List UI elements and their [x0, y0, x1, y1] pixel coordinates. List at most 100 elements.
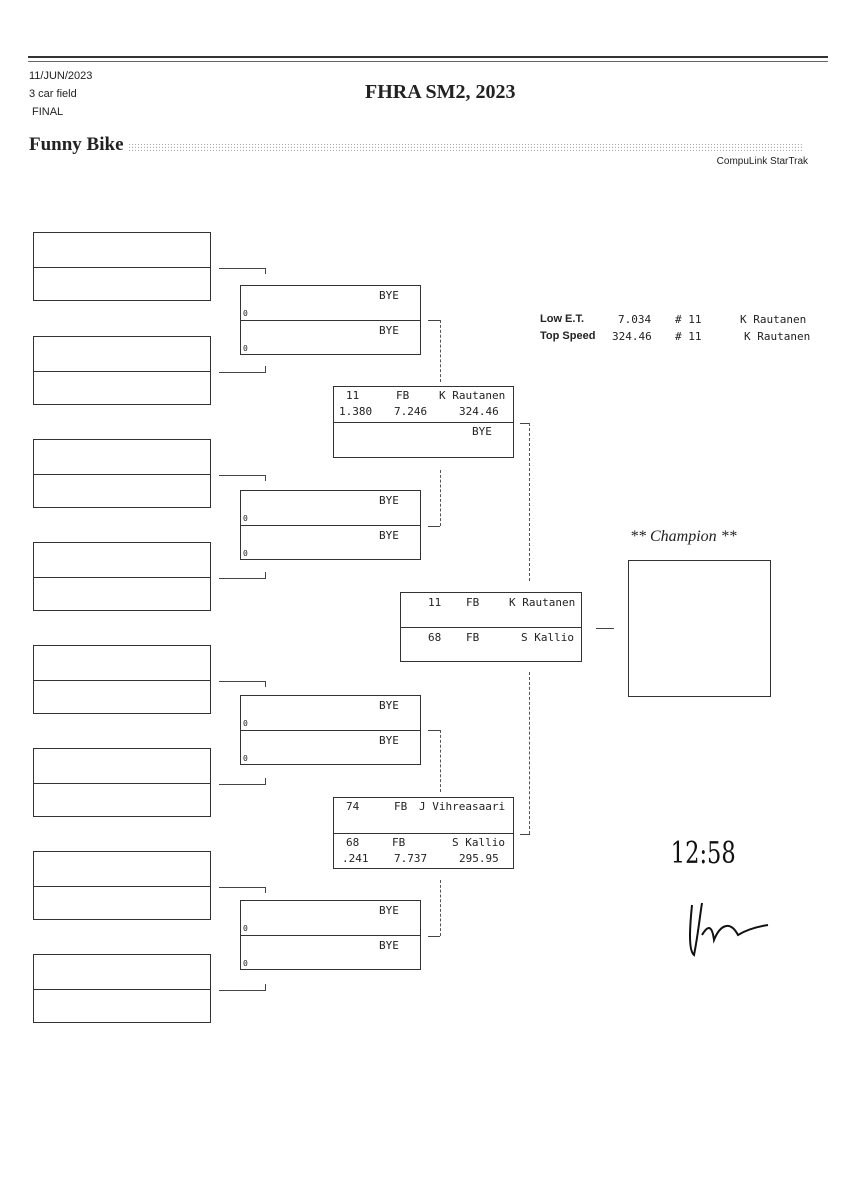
connector: [219, 372, 266, 373]
connector: [440, 880, 442, 936]
connector: [219, 681, 266, 682]
bye-label: BYE: [379, 734, 399, 747]
connector: [520, 834, 530, 835]
zero-value: 0: [243, 754, 248, 763]
low-et-number: # 11: [675, 313, 702, 326]
lane-divider: [34, 474, 210, 475]
connector: [265, 572, 266, 578]
lane-bottom: BYE 0: [241, 730, 420, 765]
driver-name: S Kallio: [452, 836, 505, 849]
lane-bottom: BYE 0: [241, 935, 420, 970]
bye-label: BYE: [379, 939, 399, 952]
connector: [265, 887, 266, 893]
zero-value: 0: [243, 514, 248, 523]
lane-bottom: BYE: [334, 422, 513, 458]
lane-divider: [34, 886, 210, 887]
round-label: FINAL: [32, 106, 64, 118]
event-title: FHRA SM2, 2023: [365, 81, 516, 103]
connector: [440, 730, 442, 792]
signature: [689, 902, 769, 957]
zero-value: 0: [243, 924, 248, 933]
dotted-fill: [128, 143, 804, 152]
car-number: 68: [346, 836, 360, 849]
car-number: 11: [346, 389, 360, 402]
connector: [428, 730, 440, 731]
connector: [265, 366, 266, 372]
lane-divider: [34, 267, 210, 268]
connector: [219, 475, 266, 476]
top-speed-name: K Rautanen: [744, 330, 811, 343]
top-rule-thin: [28, 61, 828, 62]
connector: [265, 475, 266, 481]
connector: [529, 672, 531, 834]
lane-top: 11 FB K Rautanen: [401, 593, 581, 627]
elapsed-time: 7.737: [394, 852, 428, 865]
round1-slot: [33, 439, 211, 508]
driver-name: S Kallio: [521, 631, 574, 644]
low-et-label: Low E.T.: [540, 313, 584, 325]
round1-slot: [33, 232, 211, 301]
round1-slot: [33, 748, 211, 817]
lane-divider: [34, 577, 210, 578]
connector: [520, 423, 530, 424]
lane-top: 74 FB J Vihreasaari: [334, 798, 513, 833]
bye-label: BYE: [379, 494, 399, 507]
low-et-value: 7.034: [618, 313, 652, 326]
lane-divider: [34, 783, 210, 784]
car-number: 68: [428, 631, 442, 644]
bye-label: BYE: [379, 324, 399, 337]
connector: [428, 526, 440, 527]
elapsed-time: 7.246: [394, 405, 428, 418]
lane-top: BYE 0: [241, 696, 420, 730]
class-name: Funny Bike: [29, 134, 124, 155]
lane-top: BYE 0: [241, 491, 420, 525]
speed: 324.46: [459, 405, 499, 418]
software-name: CompuLink StarTrak: [716, 156, 808, 167]
car-class: FB: [394, 800, 408, 813]
round1-slot: [33, 851, 211, 920]
speed: 295.95: [459, 852, 499, 865]
final-connector: [596, 628, 614, 629]
connector: [440, 470, 442, 526]
zero-value: 0: [243, 959, 248, 968]
driver-name: K Rautanen: [509, 596, 576, 609]
connector: [265, 984, 266, 990]
lane-top: 11 FB K Rautanen 1.380 7.246 324.46: [334, 387, 513, 422]
lane-bottom: 68 FB S Kallio: [401, 627, 581, 662]
date: 11/JUN/2023: [29, 70, 93, 82]
field-size: 3 car field: [29, 88, 77, 100]
car-class: FB: [466, 631, 480, 644]
bye-label: BYE: [379, 529, 399, 542]
semifinal-2: 74 FB J Vihreasaari 68 FB S Kallio .241 …: [333, 797, 514, 869]
champion-label: ** Champion **: [630, 528, 737, 545]
top-rule: [28, 56, 828, 58]
connector: [265, 268, 266, 274]
bye-label: BYE: [379, 699, 399, 712]
connector: [219, 268, 266, 269]
champion-box: [628, 560, 771, 697]
round1-slot: [33, 336, 211, 405]
car-number: 11: [428, 596, 442, 609]
lane-bottom: 68 FB S Kallio .241 7.737 295.95: [334, 833, 513, 869]
zero-value: 0: [243, 344, 248, 353]
zero-value: 0: [243, 309, 248, 318]
zero-value: 0: [243, 719, 248, 728]
car-class: FB: [396, 389, 410, 402]
lane-divider: [34, 371, 210, 372]
round1-slot: [33, 645, 211, 714]
low-et-name: K Rautanen: [740, 313, 807, 326]
lane-bottom: BYE 0: [241, 320, 420, 355]
connector: [440, 320, 442, 382]
car-class: FB: [466, 596, 480, 609]
top-speed-label: Top Speed: [540, 330, 596, 342]
connector: [428, 320, 440, 321]
driver-name: J Vihreasaari: [419, 800, 506, 813]
round1-slot: [33, 542, 211, 611]
